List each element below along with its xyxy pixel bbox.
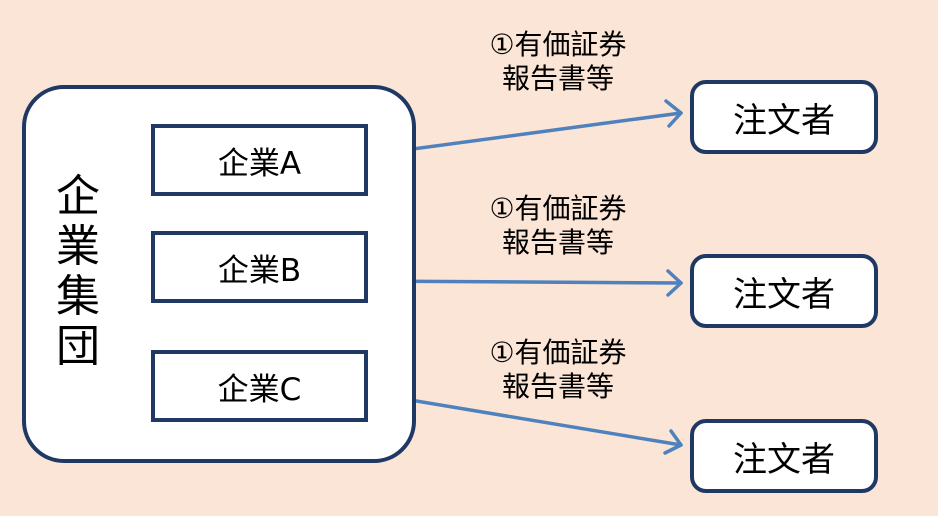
company-b-label: 企業B [217, 252, 302, 289]
company-a-label: 企業A [217, 145, 302, 182]
report-2-line-1: ①有価証券 [489, 192, 627, 225]
orderer-1-label: 注文者 [733, 100, 835, 141]
orderer-2-box: 注文者 [690, 254, 878, 328]
report-3-line-2: 報告書等 [501, 370, 614, 403]
company-a-box: 企業A [151, 124, 368, 196]
report-label-1: ①有価証券 報告書等 [458, 28, 658, 96]
report-label-2: ①有価証券 報告書等 [458, 192, 658, 260]
report-1-line-2: 報告書等 [501, 62, 614, 95]
arrowhead-b [666, 269, 683, 297]
group-label-char-4: 団 [56, 321, 100, 372]
orderer-2-label: 注文者 [733, 274, 835, 315]
company-c-label: 企業C [217, 371, 302, 408]
arrow-c-to-orderer-3 [366, 391, 683, 447]
group-label-char-3: 集 [56, 271, 100, 322]
arrow-b-to-orderer-2 [366, 279, 683, 285]
report-1-line-1: ①有価証券 [489, 28, 627, 61]
report-label-3: ①有価証券 報告書等 [458, 336, 658, 404]
company-b-box: 企業B [151, 231, 368, 303]
arrowhead-a [664, 99, 683, 128]
group-label-char-1: 企 [56, 171, 100, 222]
arrowhead-c [663, 429, 683, 455]
group-label-char-2: 業 [56, 221, 100, 272]
report-3-line-1: ①有価証券 [489, 336, 627, 369]
orderer-3-label: 注文者 [733, 439, 835, 480]
orderer-1-box: 注文者 [690, 80, 878, 154]
arrow-a-to-orderer-1 [366, 111, 683, 157]
corporate-group-label: 企 業 集 団 [48, 172, 108, 372]
orderer-3-box: 注文者 [690, 419, 878, 493]
report-2-line-2: 報告書等 [501, 226, 614, 259]
company-c-box: 企業C [151, 350, 368, 422]
